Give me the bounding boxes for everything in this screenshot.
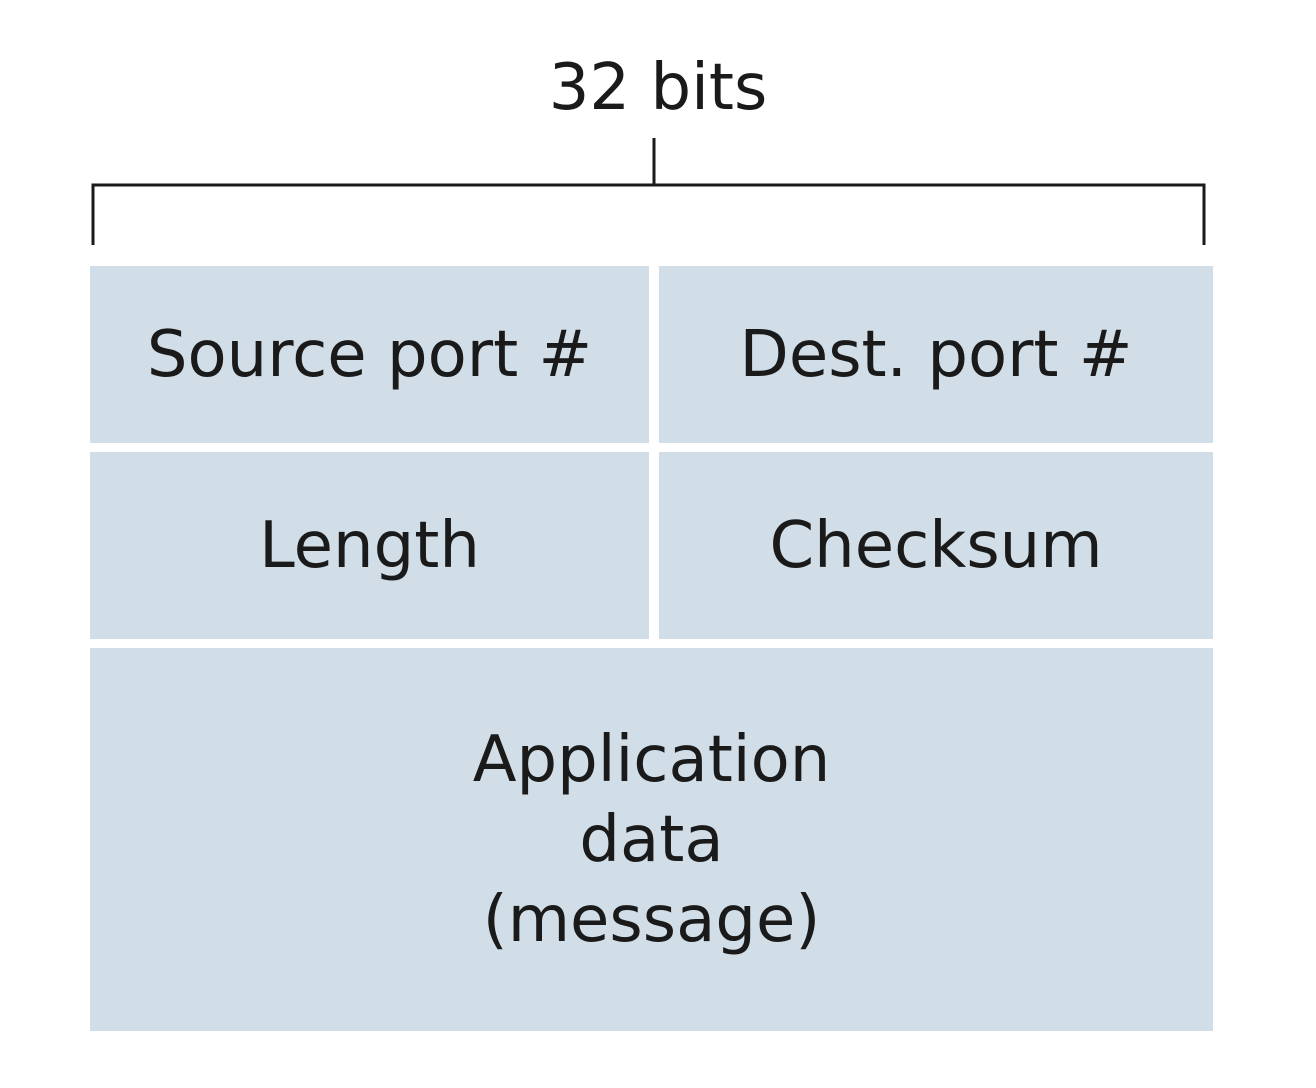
source-port-field: Source port # [90, 266, 649, 443]
width-bracket [91, 138, 1206, 245]
payload-line: Application [472, 722, 831, 797]
source-port-label: Source port # [146, 317, 593, 392]
dest-port-label: Dest. port # [739, 317, 1133, 392]
payload-line: (message) [482, 882, 821, 957]
application-data-field: Application data (message) [90, 648, 1213, 1031]
payload-line: data [579, 802, 724, 877]
checksum-field: Checksum [659, 452, 1213, 639]
dest-port-field: Dest. port # [659, 266, 1213, 443]
checksum-label: Checksum [769, 508, 1103, 583]
width-label: 32 bits [548, 51, 768, 125]
length-field: Length [90, 452, 649, 639]
length-label: Length [259, 508, 480, 583]
